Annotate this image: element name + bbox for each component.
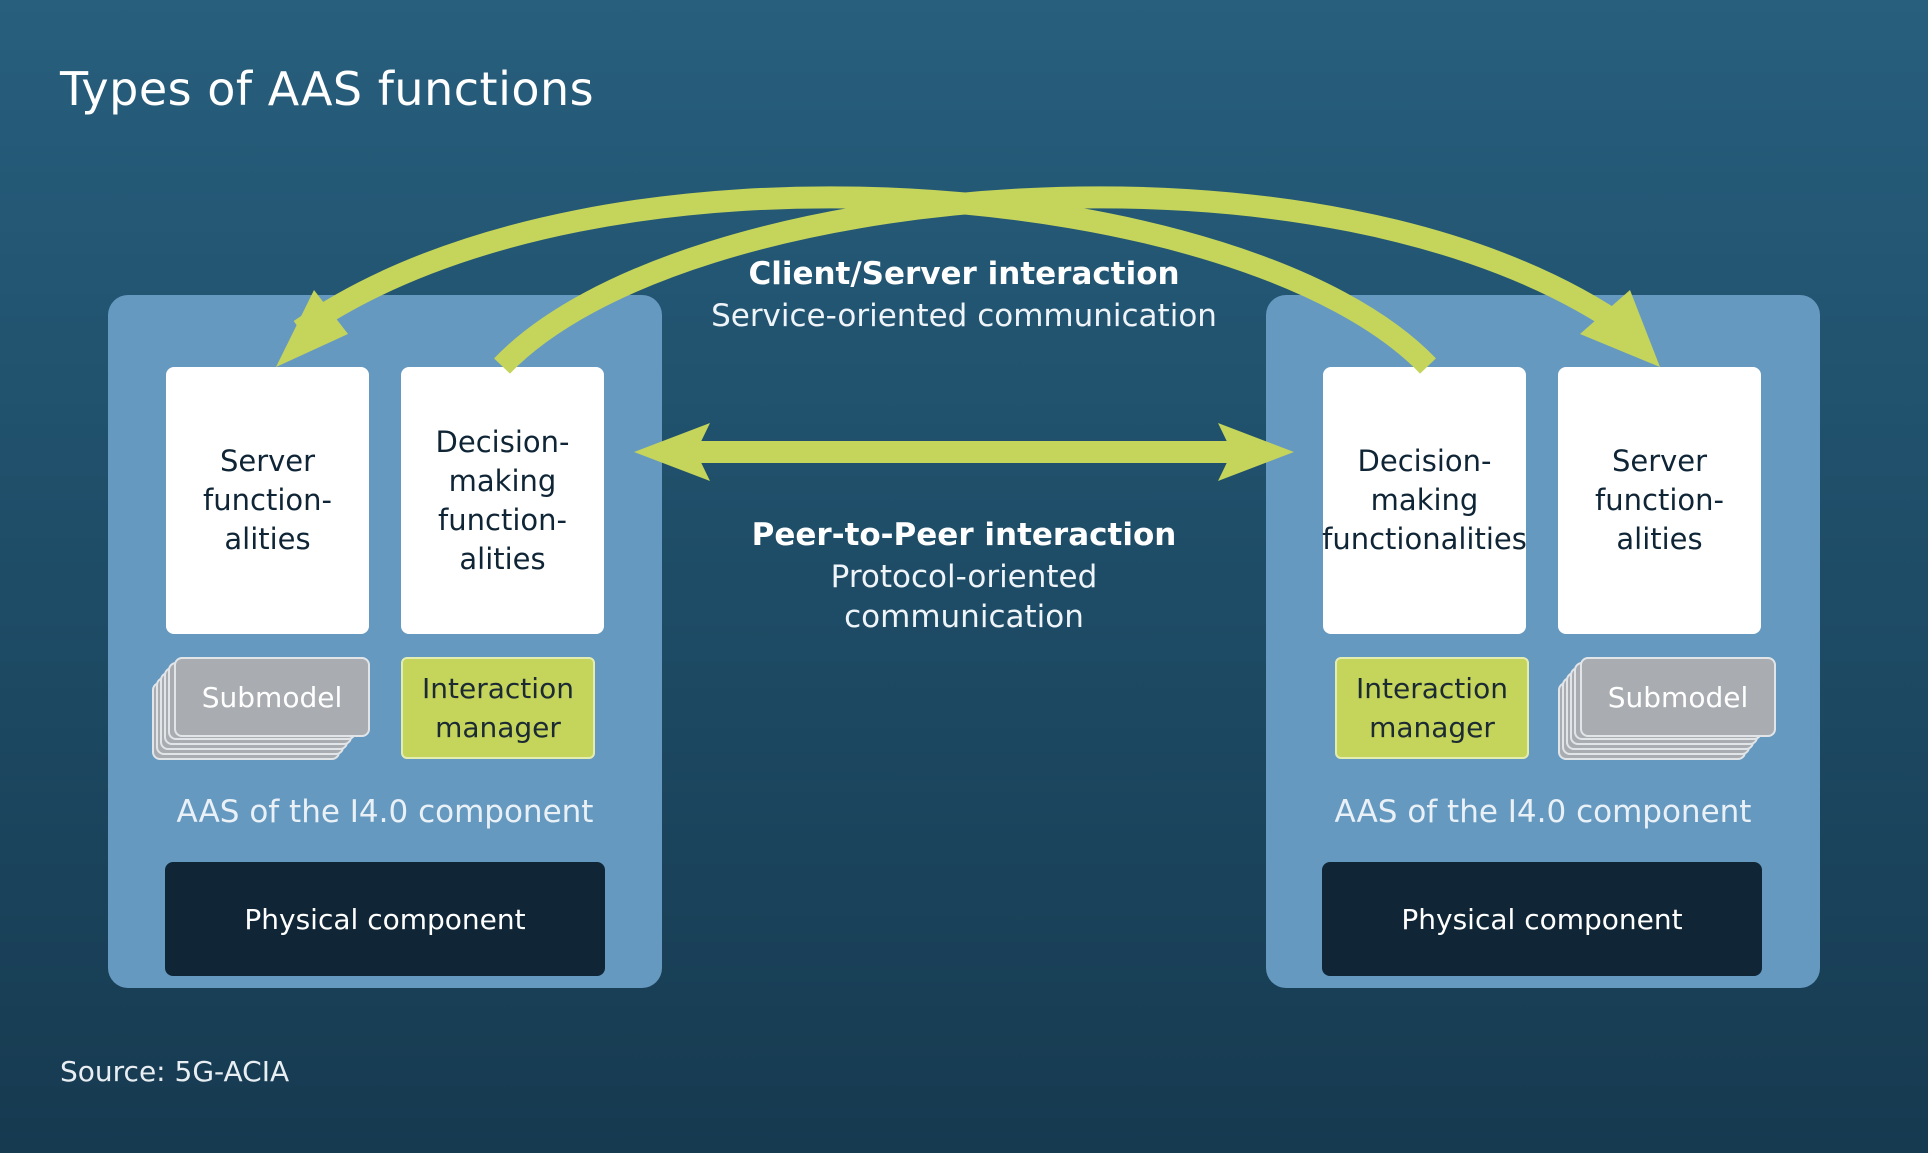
right-server-functionalities-box: Server function- alities: [1558, 367, 1761, 634]
left-submodel-label: Submodel: [174, 657, 370, 737]
left-aas-label: AAS of the I4.0 component: [176, 794, 594, 830]
right-physical-component: Physical component: [1322, 862, 1762, 976]
client-server-subtitle: Service-oriented communication: [711, 298, 1217, 334]
right-decision-making-box: Decision- making functionalities: [1322, 367, 1527, 634]
diagram-title: Types of AAS functions: [60, 62, 595, 116]
client-server-arrowhead-left: [276, 290, 348, 367]
client-server-heading: Client/Server interaction: [748, 256, 1180, 292]
left-physical-component: Physical component: [165, 862, 605, 976]
client-server-arrowhead-right: [1580, 290, 1660, 367]
peer-to-peer-subtitle-line1: Protocol-oriented: [830, 559, 1098, 595]
client-server-arrow-to-right: [494, 186, 1635, 374]
peer-to-peer-subtitle-line2: communication: [844, 599, 1084, 635]
source-note: Source: 5G-ACIA: [60, 1055, 290, 1088]
peer-to-peer-label: Peer-to-Peer interaction Protocol-orient…: [664, 517, 1264, 635]
right-submodel-label: Submodel: [1580, 657, 1776, 737]
left-interaction-manager: Interaction manager: [401, 657, 595, 759]
right-interaction-manager: Interaction manager: [1335, 657, 1529, 759]
client-server-label: Client/Server interaction Service-orient…: [664, 256, 1264, 334]
peer-to-peer-arrowhead-left: [634, 423, 710, 481]
peer-to-peer-arrowhead-right: [1218, 423, 1294, 481]
left-decision-making-box: Decision- making function- alities: [401, 367, 604, 634]
left-server-functionalities-box: Server function- alities: [166, 367, 369, 634]
peer-to-peer-heading: Peer-to-Peer interaction: [751, 517, 1177, 553]
right-aas-label: AAS of the I4.0 component: [1334, 794, 1752, 830]
